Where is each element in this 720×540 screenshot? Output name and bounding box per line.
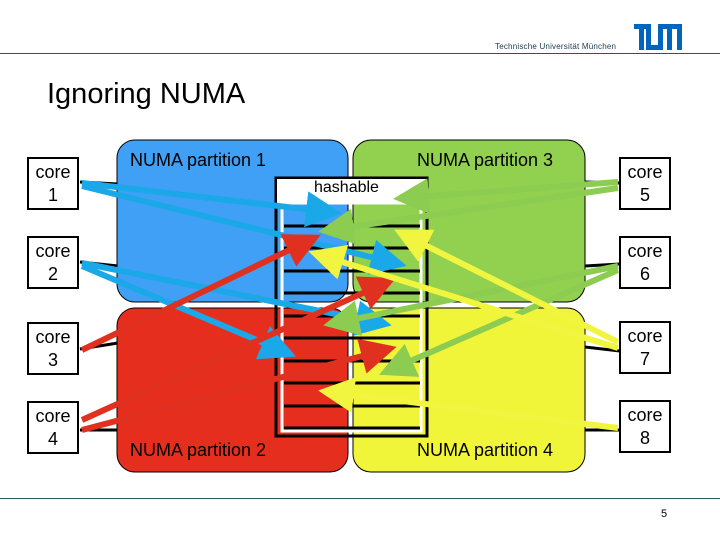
partition-2-label: NUMA partition 2 (130, 440, 267, 460)
header-divider (0, 53, 720, 54)
page-number: 5 (661, 508, 668, 520)
arrow-core1-blue-a (81, 180, 342, 228)
core-label: core (627, 404, 663, 425)
core-label: core (35, 405, 71, 426)
partition-4-label: NUMA partition 4 (417, 440, 554, 460)
core-number: 8 (639, 427, 650, 448)
core-number: 6 (639, 263, 650, 284)
core-number: 4 (47, 428, 58, 449)
core-7-link (584, 345, 621, 353)
core-number: 3 (47, 349, 58, 370)
core-label: core (627, 240, 663, 261)
arrow-core6-green-a (323, 263, 619, 336)
arrow-core5-green-a (393, 178, 619, 215)
core-number: 1 (47, 184, 58, 205)
core-label: core (627, 161, 663, 182)
arrow-core8-yellow-a (318, 377, 619, 431)
arrow-core6-green-b (379, 267, 620, 377)
core-number: 7 (639, 348, 650, 369)
core-label: core (35, 161, 71, 182)
core-number: 2 (47, 263, 58, 284)
core-label: core (35, 240, 71, 261)
tum-logo (634, 24, 682, 50)
arrow-core3-red-a (80, 234, 321, 353)
partition-3-label: NUMA partition 3 (417, 150, 554, 170)
slide-title: Ignoring NUMA (47, 78, 246, 110)
institution-name: Technische Universität München (495, 42, 617, 51)
arrow-core7-yellow-a (394, 229, 620, 345)
partition-1-label: NUMA partition 1 (130, 150, 267, 170)
hashtable-label: hashable (314, 179, 379, 196)
arrow-core2-blue-b (80, 263, 297, 360)
footer-divider (0, 498, 720, 499)
arrow-core4-red-b (81, 338, 397, 433)
core-label: core (35, 326, 71, 347)
arrow-core5-green-b (318, 185, 619, 245)
core-number: 5 (639, 184, 650, 205)
arrow-core7-yellow-b (308, 244, 619, 351)
core-label: core (627, 325, 663, 346)
